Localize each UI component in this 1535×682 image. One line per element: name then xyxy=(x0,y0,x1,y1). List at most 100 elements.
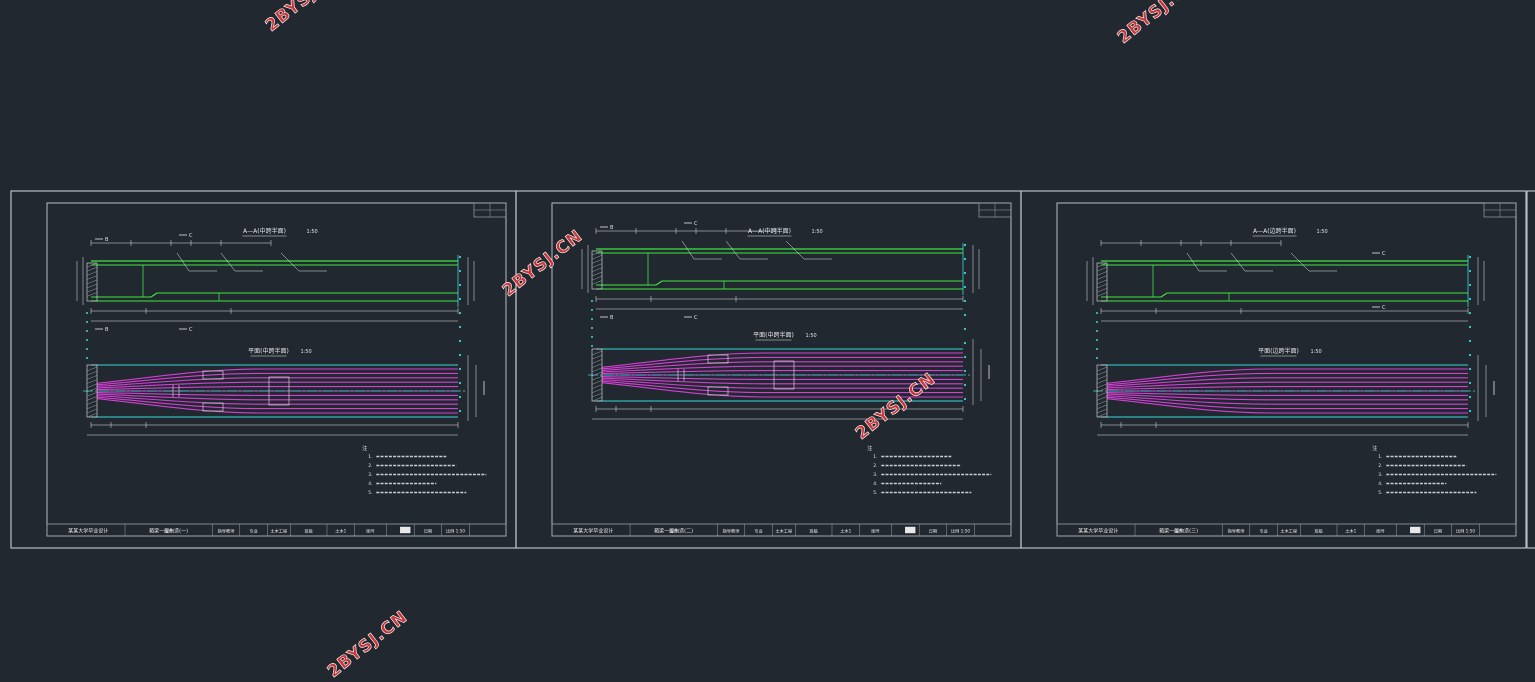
grid-dot xyxy=(458,339,462,343)
hatch-line xyxy=(86,400,98,405)
diaphragm-opening xyxy=(268,376,290,406)
leader-line xyxy=(785,240,805,260)
prestress-tendon xyxy=(1106,372,1468,386)
note-number: 5. xyxy=(1378,490,1382,496)
grid-dot xyxy=(963,271,967,275)
elevation-scale: 1:50 xyxy=(307,229,318,235)
prestress-tendon xyxy=(601,370,963,375)
section-mark-label: B xyxy=(610,315,614,321)
diaphragm-opening xyxy=(773,360,795,390)
hatch-line xyxy=(86,366,98,372)
title-block-cell: 专业 xyxy=(249,528,257,535)
section-mark-label: B xyxy=(610,225,614,231)
hatch-line xyxy=(591,263,603,268)
title-block-cell: 日期 xyxy=(424,529,432,535)
grid-dot xyxy=(1468,367,1472,371)
hatch-line xyxy=(1096,387,1108,393)
notes-heading: 注 xyxy=(362,445,367,452)
hatch-line xyxy=(1096,271,1108,276)
grid-dot xyxy=(1468,339,1472,343)
grid-dot xyxy=(458,325,462,329)
prestress-tendon xyxy=(96,396,458,410)
hatch-line xyxy=(86,412,98,418)
hatch-line xyxy=(1096,412,1108,418)
hatch-line xyxy=(86,275,98,280)
title-block-school: 某某大学毕业设计 xyxy=(1078,528,1118,535)
title-block-cell: 比例 1:50 xyxy=(446,528,465,535)
section-mark-label: C xyxy=(189,327,193,333)
leader-line xyxy=(176,252,190,272)
title-block-stamp xyxy=(1409,526,1421,534)
prestress-tendon xyxy=(96,393,458,401)
note-number: 5. xyxy=(368,490,372,496)
grid-dot xyxy=(963,397,967,401)
hatch-line xyxy=(86,404,98,410)
prestress-tendon xyxy=(1106,393,1468,401)
pier-hatch xyxy=(591,348,603,402)
anchor-block xyxy=(707,354,729,364)
note-number: 2. xyxy=(1378,463,1382,469)
grid-dot xyxy=(86,339,88,341)
grid-dot xyxy=(963,341,967,345)
anchor-block xyxy=(202,370,224,380)
prestress-tendon xyxy=(601,379,963,389)
grid-dot xyxy=(86,348,88,350)
grid-dot xyxy=(1096,339,1098,341)
prestress-tendon xyxy=(96,391,458,396)
hatch-line xyxy=(591,271,603,277)
prestress-tendon xyxy=(601,380,963,394)
grid-dot xyxy=(1468,409,1472,413)
grid-dot xyxy=(1468,311,1472,315)
title-block-cell: 土木1 xyxy=(840,528,851,535)
grid-dot xyxy=(591,336,593,338)
title-block-stamp xyxy=(905,526,916,534)
title-block-cell: 指导教师 xyxy=(1228,528,1245,535)
title-block-cell: 指导教师 xyxy=(723,528,740,535)
grid-dot xyxy=(458,297,462,301)
grid-dot xyxy=(86,330,88,332)
section-mark-label: B xyxy=(105,237,109,243)
hatch-line xyxy=(591,359,603,364)
hatch-line xyxy=(86,379,98,384)
title-block-school: 某某大学毕业设计 xyxy=(573,528,613,535)
grid-dot xyxy=(458,353,462,357)
title-block-drawing-name: 箱梁一般构造(二) xyxy=(654,528,693,535)
prestress-tendon xyxy=(601,352,963,368)
title-block-cell: 专业 xyxy=(754,528,762,535)
prestress-tendon xyxy=(1106,381,1468,389)
title-block-cell: 土木工程 xyxy=(775,528,793,535)
hatch-line xyxy=(86,391,98,397)
hatch-line xyxy=(86,375,98,380)
bottom-slab-haunch xyxy=(1160,292,1168,298)
plan-scale: 1:50 xyxy=(806,333,817,339)
grid-dot xyxy=(591,309,593,311)
note-number: 4. xyxy=(873,481,877,487)
hatch-line xyxy=(1096,391,1108,397)
hatch-line xyxy=(86,271,98,276)
hatch-line xyxy=(591,275,603,281)
elevation-scale: 1:50 xyxy=(1317,229,1328,235)
modelspace-background xyxy=(0,0,1535,666)
grid-dot xyxy=(86,357,88,359)
prestress-tendon xyxy=(96,398,458,414)
grid-dot xyxy=(591,327,593,329)
leader-line xyxy=(1290,252,1310,272)
hatch-line xyxy=(86,262,98,268)
grid-dot xyxy=(1468,283,1472,287)
note-number: 5. xyxy=(873,490,877,496)
hatch-line xyxy=(591,363,603,368)
section-mark-label: C xyxy=(1382,251,1386,257)
grid-dot xyxy=(591,300,593,302)
section-mark-label: C xyxy=(189,233,193,239)
bottom-slab-haunch xyxy=(150,292,158,298)
prestress-tendon xyxy=(1106,391,1468,396)
anchor-block xyxy=(202,402,224,412)
title-block-cell: 专业 xyxy=(1259,528,1267,535)
leader-line xyxy=(1230,252,1246,272)
hatch-line xyxy=(1096,279,1108,285)
title-block xyxy=(1056,523,1517,537)
title-block-drawing-name: 箱梁一般构造(一) xyxy=(149,528,188,535)
grid-dot xyxy=(458,269,462,273)
